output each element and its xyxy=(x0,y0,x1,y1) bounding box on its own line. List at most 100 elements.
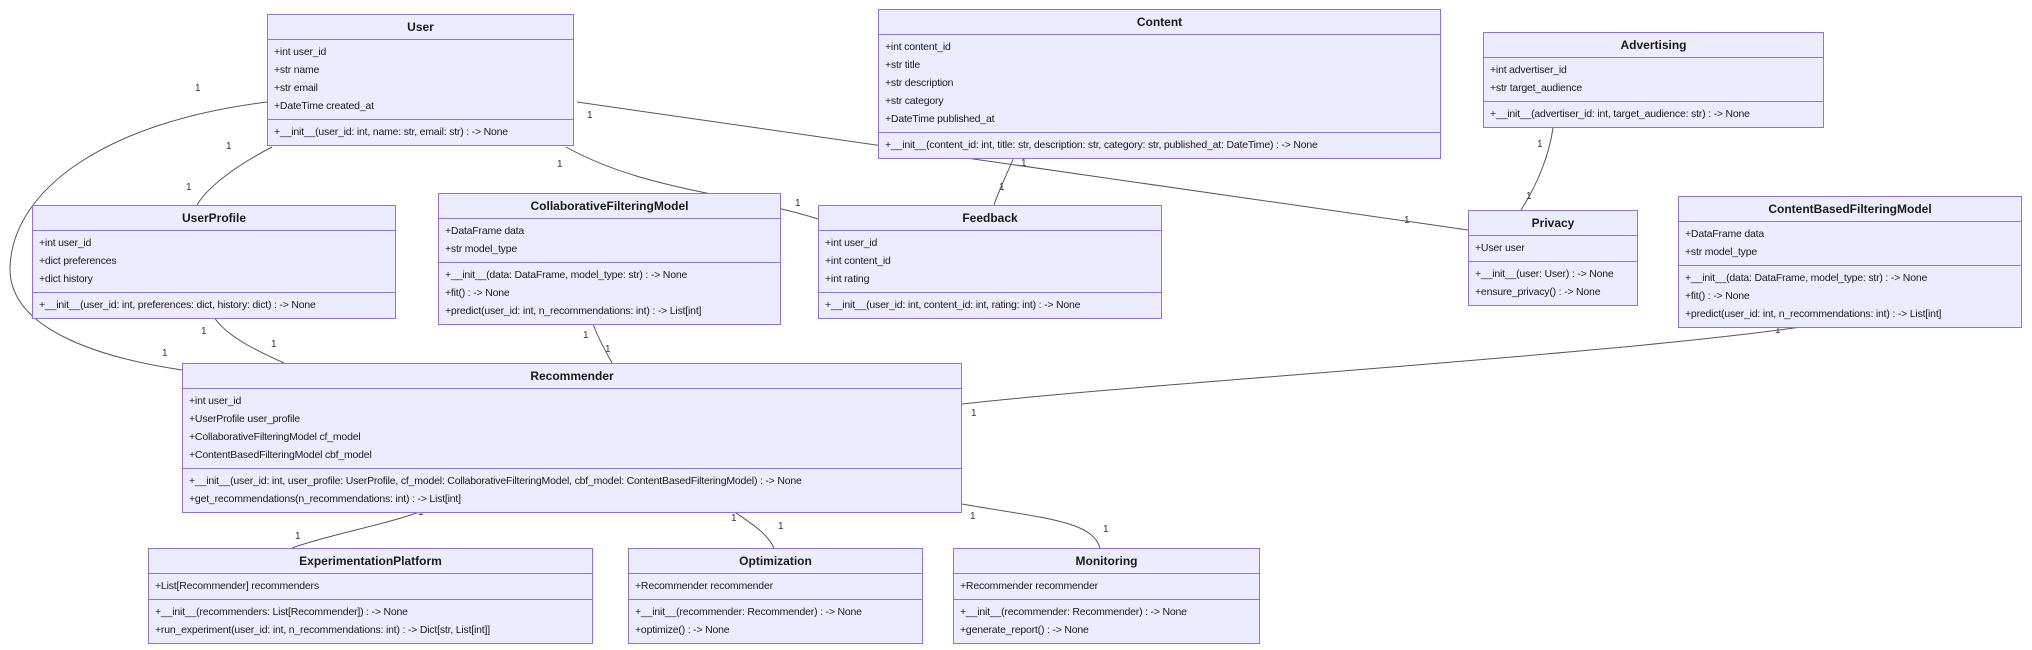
class-ExperimentationPlatform: ExperimentationPlatform+List[Recommender… xyxy=(148,548,593,644)
class-attributes-ExperimentationPlatform: +List[Recommender] recommenders xyxy=(149,574,592,600)
class-method: +__init__(recommender: Recommender) : ->… xyxy=(960,606,1187,618)
class-attributes-User: +int user_id+str name+str email+DateTime… xyxy=(268,40,573,120)
class-method: +__init__(content_id: int, title: str, d… xyxy=(885,139,1318,151)
class-attribute: +dict history xyxy=(39,273,93,285)
class-Feedback: Feedback+int user_id+int content_id+int … xyxy=(818,205,1162,319)
class-title-CollaborativeFilteringModel: CollaborativeFilteringModel xyxy=(439,194,780,219)
class-title-Monitoring: Monitoring xyxy=(954,549,1259,574)
multiplicity-label-to-Recommender-Optimization: 1 xyxy=(778,521,784,532)
class-UserProfile: UserProfile+int user_id+dict preferences… xyxy=(32,205,396,319)
class-attribute: +UserProfile user_profile xyxy=(189,413,300,425)
class-method: +__init__(user_id: int, content_id: int,… xyxy=(825,299,1081,311)
class-methods-Monitoring: +__init__(recommender: Recommender) : ->… xyxy=(954,600,1259,643)
class-method: +run_experiment(user_id: int, n_recommen… xyxy=(155,624,490,636)
class-Recommender: Recommender +int user_id +UserProfile user… xyxy=(182,363,962,513)
class-attribute: +DateTime created_at xyxy=(274,100,374,112)
class-method: +fit() : -> None xyxy=(1685,290,1750,302)
class-method: +ensure_privacy() : -> None xyxy=(1475,286,1601,298)
class-attributes-Feedback: +int user_id+int content_id+int rating xyxy=(819,231,1161,293)
class-attribute: +str title xyxy=(885,59,921,71)
class-attribute: +int content_id xyxy=(885,41,951,53)
class-attribute: +str model_type xyxy=(445,243,517,255)
class-method: +__init__(advertiser_id: int, target_aud… xyxy=(1490,108,1750,120)
class-Content: Content+int content_id+str title+str des… xyxy=(878,9,1441,159)
class-method: +__init__(user_id: int, preferences: dic… xyxy=(39,299,316,311)
edge-User-Recommender xyxy=(9,101,268,371)
multiplicity-label-to-Content-Feedback: 1 xyxy=(999,182,1005,193)
class-method: +__init__(data: DataFrame, model_type: s… xyxy=(1685,272,1928,284)
class-attribute: +int content_id xyxy=(825,255,891,267)
class-attributes-Monitoring: +Recommender recommender xyxy=(954,574,1259,600)
class-methods-User: +__init__(user_id: int, name: str, email… xyxy=(268,120,573,145)
edge-ContentBasedFilteringModel-Recommender xyxy=(961,320,1841,405)
class-method: +__init__(user: User) : -> None xyxy=(1475,268,1614,280)
multiplicity-label-to-User-UserProfile: 1 xyxy=(186,182,192,193)
class-method: +generate_report() : -> None xyxy=(960,624,1089,636)
class-method: +optimize() : -> None xyxy=(635,624,730,636)
multiplicity-label-to-UserProfile-Recommender: 1 xyxy=(271,339,277,350)
class-attributes-CollaborativeFilteringModel: +DataFrame data +str model_type xyxy=(439,219,780,263)
class-attribute: +User user xyxy=(1475,242,1525,254)
multiplicity-label-from-Advertising-Privacy: 1 xyxy=(1537,139,1543,150)
class-title-ContentBasedFilteringModel: ContentBasedFilteringModel xyxy=(1679,197,2021,222)
class-attributes-Advertising: +int advertiser_id+str target_audience xyxy=(1484,58,1823,102)
class-attribute: +dict preferences xyxy=(39,255,117,267)
class-methods-Advertising: +__init__(advertiser_id: int, target_aud… xyxy=(1484,102,1823,127)
class-attributes-Optimization: +Recommender recommender xyxy=(629,574,922,600)
class-attributes-UserProfile: +int user_id +dict preferences +dict histo… xyxy=(33,231,395,293)
class-attribute: +str model_type xyxy=(1685,246,1757,258)
class-attribute: +int rating xyxy=(825,273,870,285)
edge-UserProfile-Recommender xyxy=(213,316,285,364)
class-methods-UserProfile: +__init__(user_id: int, preferences: dic… xyxy=(33,293,395,318)
class-Privacy: Privacy+User user+__init__(user: User) :… xyxy=(1468,210,1638,306)
multiplicity-label-to-ContentBasedFilteringModel-Recommender: 1 xyxy=(971,408,977,419)
class-attributes-Privacy: +User user xyxy=(1469,236,1637,262)
class-User: User+int user_id+str name+str email+Date… xyxy=(267,14,574,146)
class-attributes-ContentBasedFilteringModel: +DataFrame data +str model_type xyxy=(1679,222,2021,266)
multiplicity-label-from-ContentBasedFilteringModel-Recommender: 1 xyxy=(1775,325,1781,336)
edge-Recommender-Monitoring xyxy=(961,503,1101,549)
class-methods-CollaborativeFilteringModel: +__init__(data: DataFrame, model_type: s… xyxy=(439,263,780,324)
edge-CollaborativeFilteringModel-Recommender xyxy=(591,320,613,364)
class-attribute: +str name xyxy=(274,64,320,76)
class-methods-Optimization: +__init__(recommender: Recommender) : ->… xyxy=(629,600,922,643)
class-method: +get_recommendations(n_recommendations: … xyxy=(189,493,461,505)
class-attribute: +int user_id xyxy=(274,46,327,58)
class-ContentBasedFilteringModel: ContentBasedFilteringModel+DataFrame dat… xyxy=(1678,196,2022,328)
class-attribute: +int user_id xyxy=(39,237,92,249)
multiplicity-label-from-User-UserProfile: 1 xyxy=(226,141,232,152)
edge-User-Feedback xyxy=(565,146,819,220)
class-attributes-Recommender: +int user_id+UserProfile user_profile+Co… xyxy=(183,389,961,469)
class-attribute: +DataFrame data xyxy=(1685,228,1765,240)
multiplicity-label-from-User-Privacy: 1 xyxy=(587,110,593,121)
class-CollaborativeFilteringModel: CollaborativeFilteringModel+DataFrame da… xyxy=(438,193,781,325)
class-method: +predict(user_id: int, n_recommendations… xyxy=(1685,308,1942,320)
multiplicity-label-from-Recommender-Monitoring: 1 xyxy=(970,511,976,522)
multiplicity-label-to-Advertising-Privacy: 1 xyxy=(1526,191,1532,202)
edge-Content-Feedback xyxy=(993,151,1017,206)
multiplicity-label-to-User-Feedback: 1 xyxy=(795,198,801,209)
multiplicity-label-from-Recommender-Optimization: 1 xyxy=(731,513,737,524)
class-title-Content: Content xyxy=(879,10,1440,35)
class-methods-ExperimentationPlatform: +__init__(recommenders: List[Recommender… xyxy=(149,600,592,643)
class-attribute: +str category xyxy=(885,95,944,107)
class-methods-Content: +__init__(content_id: int, title: str, d… xyxy=(879,133,1440,158)
edge-Recommender-ExperimentationPlatform xyxy=(291,506,433,549)
class-method: +__init__(recommender: Recommender) : ->… xyxy=(635,606,862,618)
class-attribute: +int user_id xyxy=(189,395,242,407)
class-title-Feedback: Feedback xyxy=(819,206,1161,231)
multiplicity-label-from-UserProfile-Recommender: 1 xyxy=(201,326,207,337)
class-attribute: +DataFrame data xyxy=(445,225,525,237)
class-attribute: +Recommender recommender xyxy=(635,580,773,592)
class-title-User: User xyxy=(268,15,573,40)
multiplicity-label-from-User-Feedback: 1 xyxy=(557,159,563,170)
class-title-Recommender: Recommender xyxy=(183,364,961,389)
class-attribute: +DateTime published_at xyxy=(885,113,995,125)
edge-User-UserProfile xyxy=(196,146,273,206)
class-Optimization: Optimization+Recommender recommender+__i… xyxy=(628,548,923,644)
multiplicity-label-from-CollaborativeFilteringModel-Recommender: 1 xyxy=(583,330,589,341)
class-methods-Feedback: +__init__(user_id: int, content_id: int,… xyxy=(819,293,1161,318)
class-methods-ContentBasedFilteringModel: +__init__(data: DataFrame, model_type: s… xyxy=(1679,266,2021,327)
